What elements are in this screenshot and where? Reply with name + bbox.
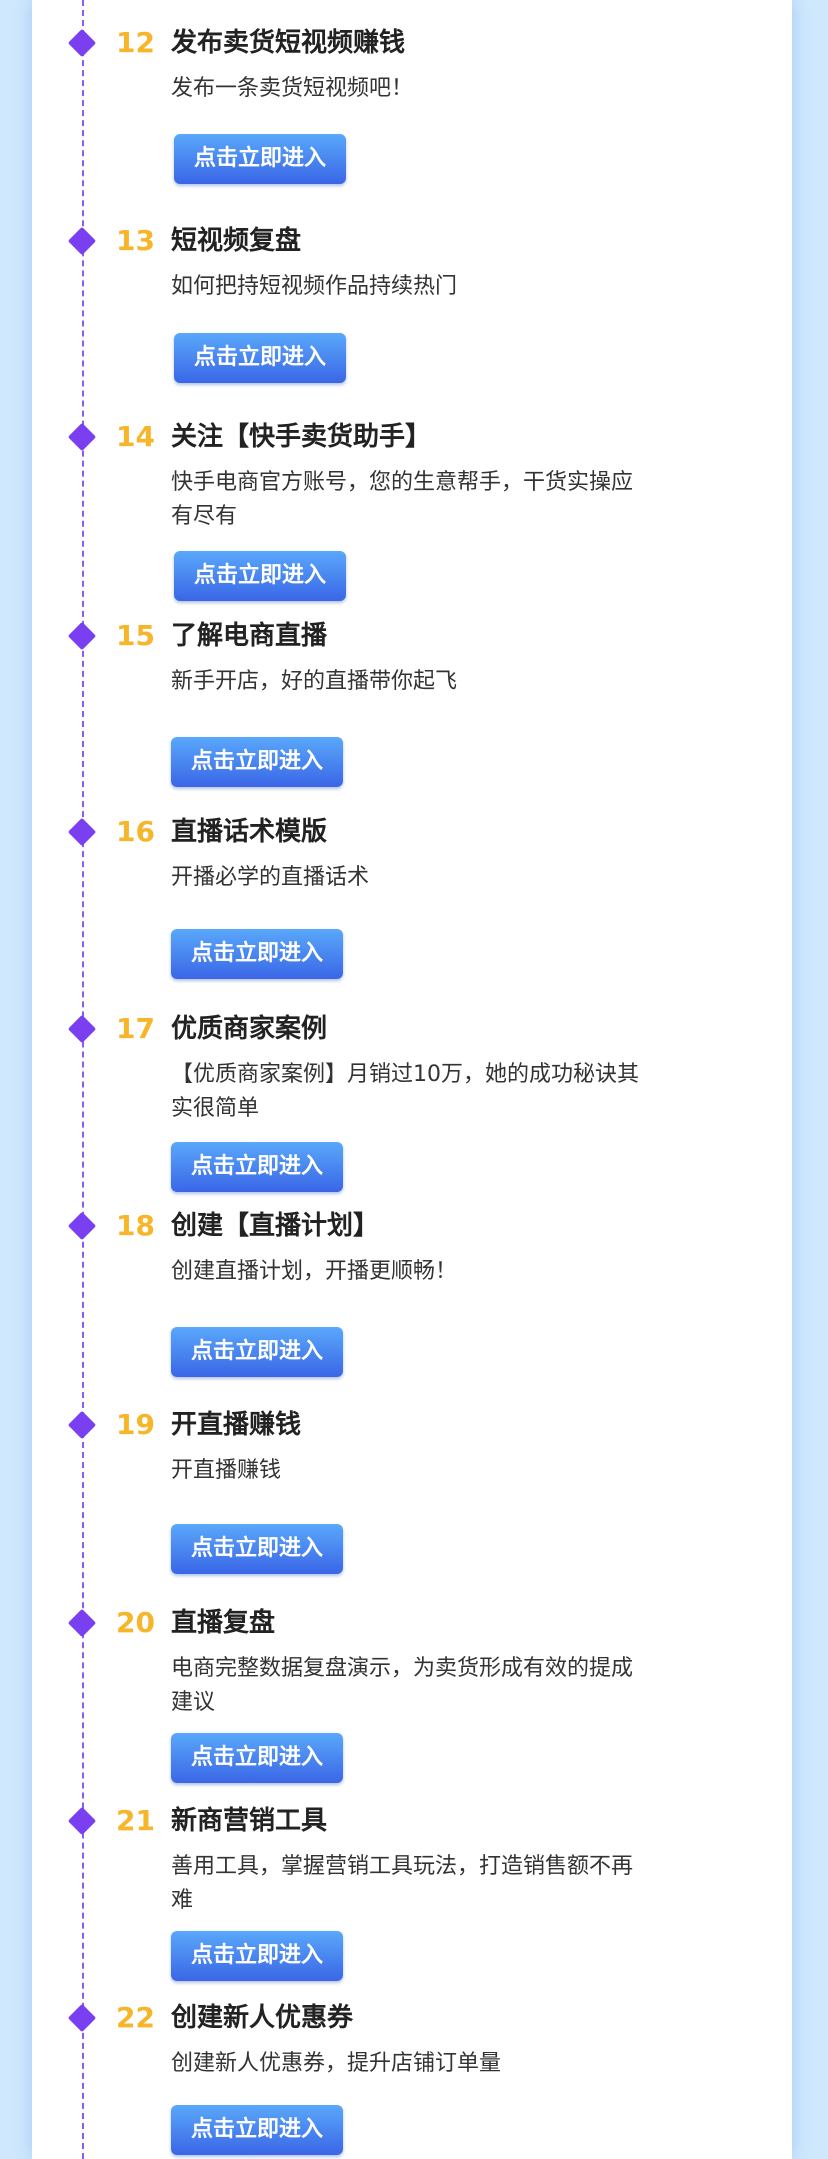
step-title: 发布卖货短视频赚钱 <box>171 28 406 58</box>
step-title: 优质商家案例 <box>171 1014 328 1044</box>
step-title: 关注【快手卖货助手】 <box>171 422 432 452</box>
step-number: 18 <box>116 1209 155 1242</box>
step-title: 开直播赚钱 <box>171 1410 302 1440</box>
step-number: 17 <box>116 1012 155 1045</box>
step-number: 15 <box>116 619 155 652</box>
step-number: 21 <box>116 1804 155 1837</box>
step-description: 创建新人优惠券，提升店铺订单量 <box>171 2051 502 2076</box>
enter-button[interactable]: 点击立即进入 <box>171 2105 343 2155</box>
step-description: 创建直播计划，开播更顺畅！ <box>171 1259 458 1284</box>
enter-button[interactable]: 点击立即进入 <box>171 1524 343 1574</box>
step-title: 短视频复盘 <box>171 226 302 256</box>
enter-button[interactable]: 点击立即进入 <box>171 737 343 787</box>
step-number: 20 <box>116 1606 155 1639</box>
step-description: 开直播赚钱 <box>171 1458 282 1483</box>
step-number: 19 <box>116 1408 155 1441</box>
step-title: 直播话术模版 <box>171 817 328 847</box>
enter-button[interactable]: 点击立即进入 <box>171 1931 343 1981</box>
step-description: 发布一条卖货短视频吧！ <box>171 76 414 101</box>
enter-button[interactable]: 点击立即进入 <box>174 333 346 383</box>
step-description: 【优质商家案例】月销过10万，她的成功秘诀其实很简单 <box>171 1062 639 1121</box>
enter-button[interactable]: 点击立即进入 <box>174 134 346 184</box>
step-number: 14 <box>116 420 155 453</box>
step-number: 12 <box>116 26 155 59</box>
enter-button[interactable]: 点击立即进入 <box>171 1142 343 1192</box>
step-title: 了解电商直播 <box>171 621 328 651</box>
step-title: 直播复盘 <box>171 1608 276 1638</box>
step-description: 开播必学的直播话术 <box>171 865 370 890</box>
content-card <box>32 0 792 2159</box>
step-number: 13 <box>116 224 155 257</box>
step-number: 22 <box>116 2001 155 2034</box>
enter-button[interactable]: 点击立即进入 <box>174 551 346 601</box>
step-description: 新手开店，好的直播带你起飞 <box>171 669 458 694</box>
step-description: 善用工具，掌握营销工具玩法，打造销售额不再难 <box>171 1854 634 1913</box>
step-description: 快手电商官方账号，您的生意帮手，干货实操应有尽有 <box>171 470 634 529</box>
step-description: 电商完整数据复盘演示，为卖货形成有效的提成建议 <box>171 1656 634 1715</box>
enter-button[interactable]: 点击立即进入 <box>171 1327 343 1377</box>
timeline-line <box>82 0 84 2159</box>
step-title: 创建【直播计划】 <box>171 1211 380 1241</box>
step-description: 如何把持短视频作品持续热门 <box>171 274 458 299</box>
step-title: 创建新人优惠券 <box>171 2003 354 2033</box>
enter-button[interactable]: 点击立即进入 <box>171 1733 343 1783</box>
enter-button[interactable]: 点击立即进入 <box>171 929 343 979</box>
step-number: 16 <box>116 815 155 848</box>
step-title: 新商营销工具 <box>171 1806 328 1836</box>
